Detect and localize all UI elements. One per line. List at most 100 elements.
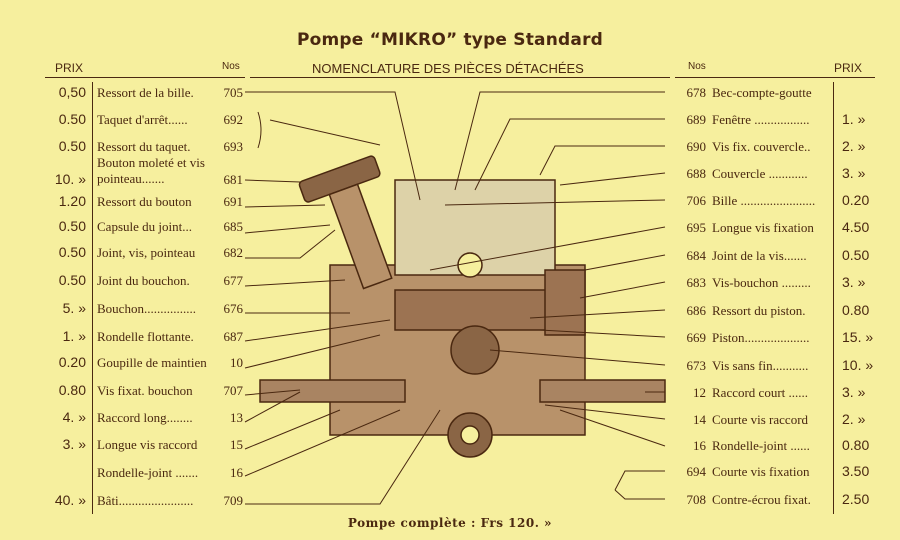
part-price: 3. » [842,165,866,181]
page-title: Pompe “MIKRO” type Standard [296,30,604,50]
part-name: Joint, vis, pointeau [97,245,196,260]
part-number: 14 [693,412,706,427]
part-number: 682 [223,245,244,260]
part-name: Goupille de maintien [97,355,207,370]
part-price: 0.20 [58,354,86,370]
part-price: 2.50 [842,491,870,507]
part-name: Longue vis fixation [712,220,814,235]
part-name: Bec-compte-goutte [712,85,812,100]
part-price: 0.50 [58,272,86,288]
part-number: 13 [230,410,243,425]
part-name: Rondelle flottante. [97,329,194,344]
part-number: 695 [686,220,707,235]
part-number: 10 [230,355,243,370]
part-name: Ressort du taquet. [97,139,191,154]
part-price: 2. » [842,138,866,154]
part-number: 689 [686,112,707,127]
part-price: 10. » [842,357,874,373]
part-number: 705 [223,85,244,100]
part-name: Courte vis fixation [712,464,810,479]
part-number: 16 [230,465,243,480]
header-rule-center [250,77,670,78]
part-price: 0.20 [842,192,870,208]
part-number: 677 [223,273,244,288]
part-name: Joint de la vis....... [712,248,807,263]
part-name: Bouton moleté et vis pointeau....... [97,155,205,186]
part-name: Bille ....................... [712,193,816,208]
part-price: 0.50 [58,138,86,154]
part-number: 709 [223,493,244,508]
part-name: Vis fix. couvercle.. [712,139,811,154]
part-number: 686 [686,303,707,318]
part-price: 4. » [62,409,86,425]
part-name: Couvercle ............ [712,166,808,181]
part-name: Rondelle-joint ....... [97,465,199,480]
part-number: 691 [223,194,244,209]
part-name: Ressort du piston. [712,303,806,318]
part-price: 0.50 [58,111,86,127]
part-number: 15 [230,437,243,452]
part-number: 683 [686,275,707,290]
part-name: Ressort de la bille. [97,85,194,100]
header-nos-right: Nos [688,61,706,72]
part-number: 692 [223,112,244,127]
part-number: 669 [686,330,707,345]
part-name: Vis fixat. bouchon [97,383,193,398]
part-price: 3. » [842,384,866,400]
part-number: 687 [223,329,244,344]
part-number: 685 [223,219,244,234]
part-name: Piston.................... [712,330,810,345]
part-number: 693 [223,139,244,154]
part-price: 0.80 [58,382,86,398]
leader-lines [244,91,666,505]
part-name: Ressort du bouton [97,194,192,209]
knurled-knob [298,155,393,290]
part-number: 16 [693,438,706,453]
part-name: Courte vis raccord [712,412,809,427]
part-name: Fenêtre ................. [712,112,810,127]
part-price: 10. » [54,171,86,187]
part-price: 0.80 [842,302,870,318]
part-name: Bâti....................... [97,493,194,508]
part-number: 706 [686,193,707,208]
part-name: Raccord long........ [97,410,193,425]
header-prix-right: PRIX [834,61,863,75]
header-nomenclature: NOMENCLATURE DES PIÈCES DÉTACHÉES [312,61,584,76]
column-divider-left [92,82,93,514]
part-number: 684 [686,248,707,263]
header-rule-right [675,77,875,78]
part-price: 3. » [842,274,866,290]
part-number: 12 [693,385,706,400]
part-price: 15. » [842,329,874,345]
part-name: Capsule du joint... [97,219,192,234]
part-price: 0.50 [58,218,86,234]
column-divider-right [833,82,834,514]
part-number: 673 [686,358,707,373]
part-price: 40. » [54,492,86,508]
header-rule-left [45,77,245,78]
part-number: 708 [686,492,707,507]
part-number: 707 [223,383,244,398]
part-price: 0.50 [58,244,86,260]
header-prix-left: PRIX [55,61,84,75]
part-price: 0.80 [842,437,870,453]
header-nos-left: Nos [222,61,240,72]
part-price: 2. » [842,411,866,427]
part-name: Vis-bouchon ......... [712,275,811,290]
part-number: 694 [686,464,707,479]
part-price: 3. » [62,436,86,452]
part-price: 1. » [62,328,86,344]
part-number: 676 [223,301,244,316]
part-name: Taquet d'arrêt...... [97,112,188,127]
part-number: 681 [223,172,244,187]
complete-pump-price: Pompe complète : Frs 120. » [347,516,553,530]
part-name: Rondelle-joint ...... [712,438,810,453]
part-price: 3.50 [842,463,870,479]
part-name: Vis sans fin........... [712,358,809,373]
part-price: 5. » [62,300,86,316]
part-name: Joint du bouchon. [97,273,190,288]
part-price: 4.50 [842,219,870,235]
part-number: 688 [686,166,707,181]
part-number: 690 [686,139,707,154]
